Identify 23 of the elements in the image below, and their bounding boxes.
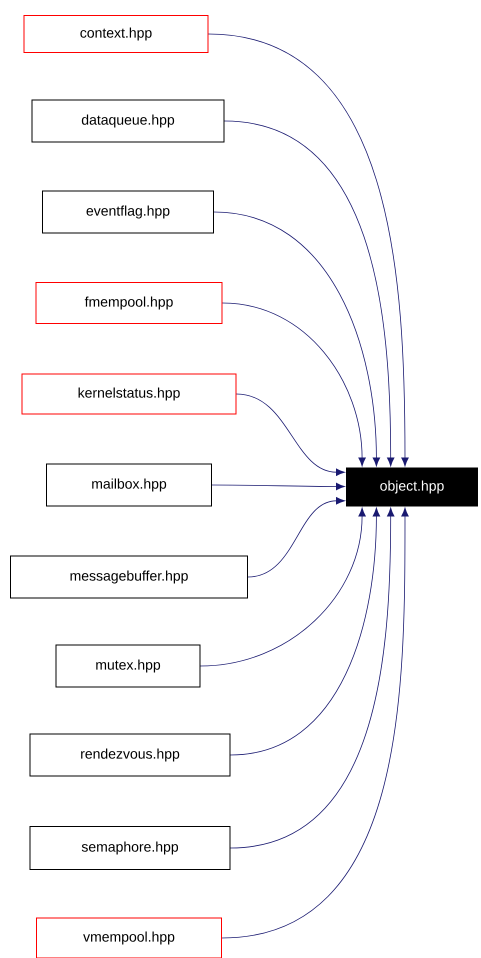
- file-box: mailbox.hpp: [46, 464, 212, 506]
- arrow: [236, 394, 345, 476]
- file-box: vmempool.hpp: [36, 918, 222, 958]
- file-box: dataqueue.hpp: [32, 100, 224, 142]
- arrow: [248, 497, 345, 578]
- arrow: [230, 508, 380, 756]
- file-box: messagebuffer.hpp: [10, 556, 248, 598]
- file-box: rendezvous.hpp: [30, 734, 230, 776]
- arrow: [222, 508, 409, 938]
- file-box: eventflag.hpp: [42, 190, 214, 234]
- arrow: [208, 34, 409, 466]
- arrow: [200, 508, 366, 666]
- file-box: mutex.hpp: [56, 644, 200, 688]
- file-box: semaphore.hpp: [30, 826, 230, 870]
- file-box: context.hpp: [24, 15, 208, 54]
- arrow: [224, 120, 394, 466]
- arrow: [222, 302, 366, 466]
- arrow: [212, 482, 345, 490]
- arrow: [230, 508, 394, 848]
- file-box: fmempool.hpp: [36, 282, 222, 324]
- arrow: [214, 212, 380, 466]
- file-box: object.hpp: [346, 468, 478, 506]
- file-box: kernelstatus.hpp: [22, 374, 236, 414]
